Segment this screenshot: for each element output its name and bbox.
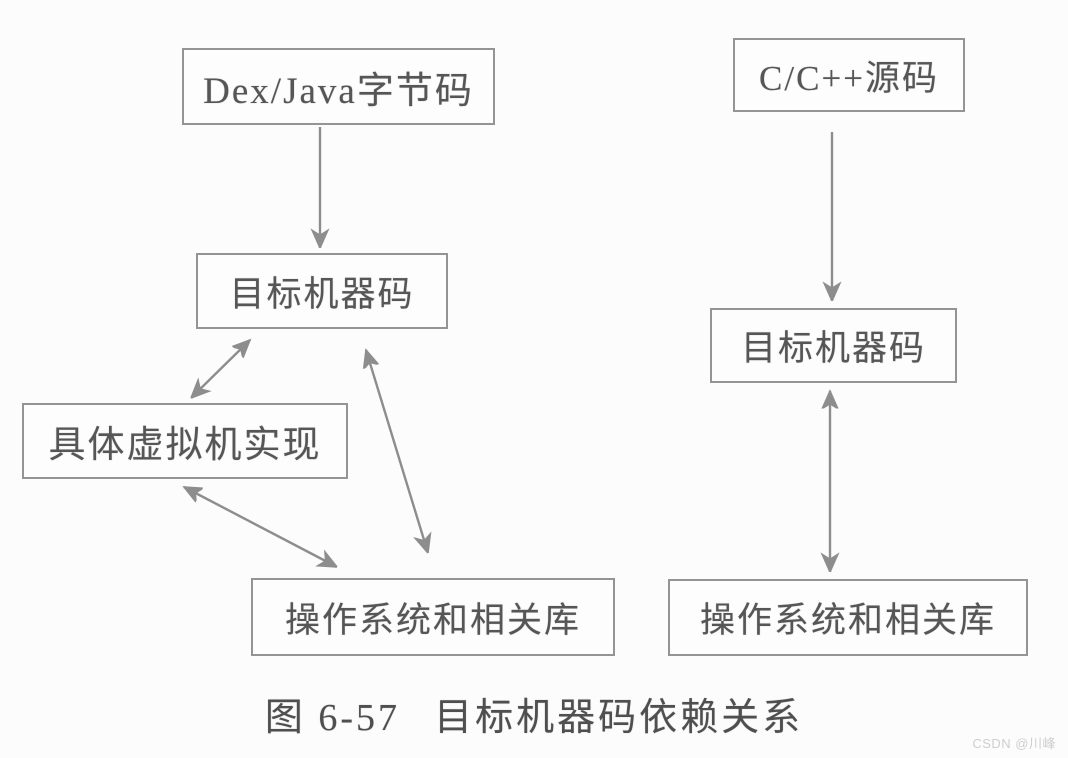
watermark: CSDN @川峰	[972, 736, 1056, 751]
node-target-machine-code-right: 目标机器码	[710, 308, 957, 383]
node-os-libraries-left: 操作系统和相关库	[251, 578, 615, 656]
node-label: 具体虚拟机实现	[48, 425, 322, 466]
arrow-machine-code-vm-two-way	[191, 340, 250, 398]
caption-title: 目标机器码依赖关系	[434, 697, 804, 739]
node-label: C/C++源码	[759, 58, 939, 98]
node-label: 目标机器码	[740, 329, 926, 368]
node-target-machine-code-left: 目标机器码	[196, 253, 448, 329]
node-vm-implementation: 具体虚拟机实现	[22, 403, 348, 479]
node-label: 操作系统和相关库	[284, 600, 581, 640]
node-label: 操作系统和相关库	[699, 601, 996, 640]
caption-label: 图 6-57	[264, 697, 401, 739]
arrow-vm-os-two-way	[184, 485, 337, 569]
node-c-cpp-source: C/C++源码	[733, 38, 965, 112]
figure-caption: 图 6-57 目标机器码依赖关系	[0, 686, 1068, 741]
arrow-machine-code-os-two-way	[366, 350, 428, 553]
node-label: Dex/Java字节码	[203, 70, 474, 112]
node-os-libraries-right: 操作系统和相关库	[668, 579, 1028, 656]
node-label: 目标机器码	[229, 274, 415, 314]
node-dex-java-bytecode: Dex/Java字节码	[182, 48, 495, 125]
